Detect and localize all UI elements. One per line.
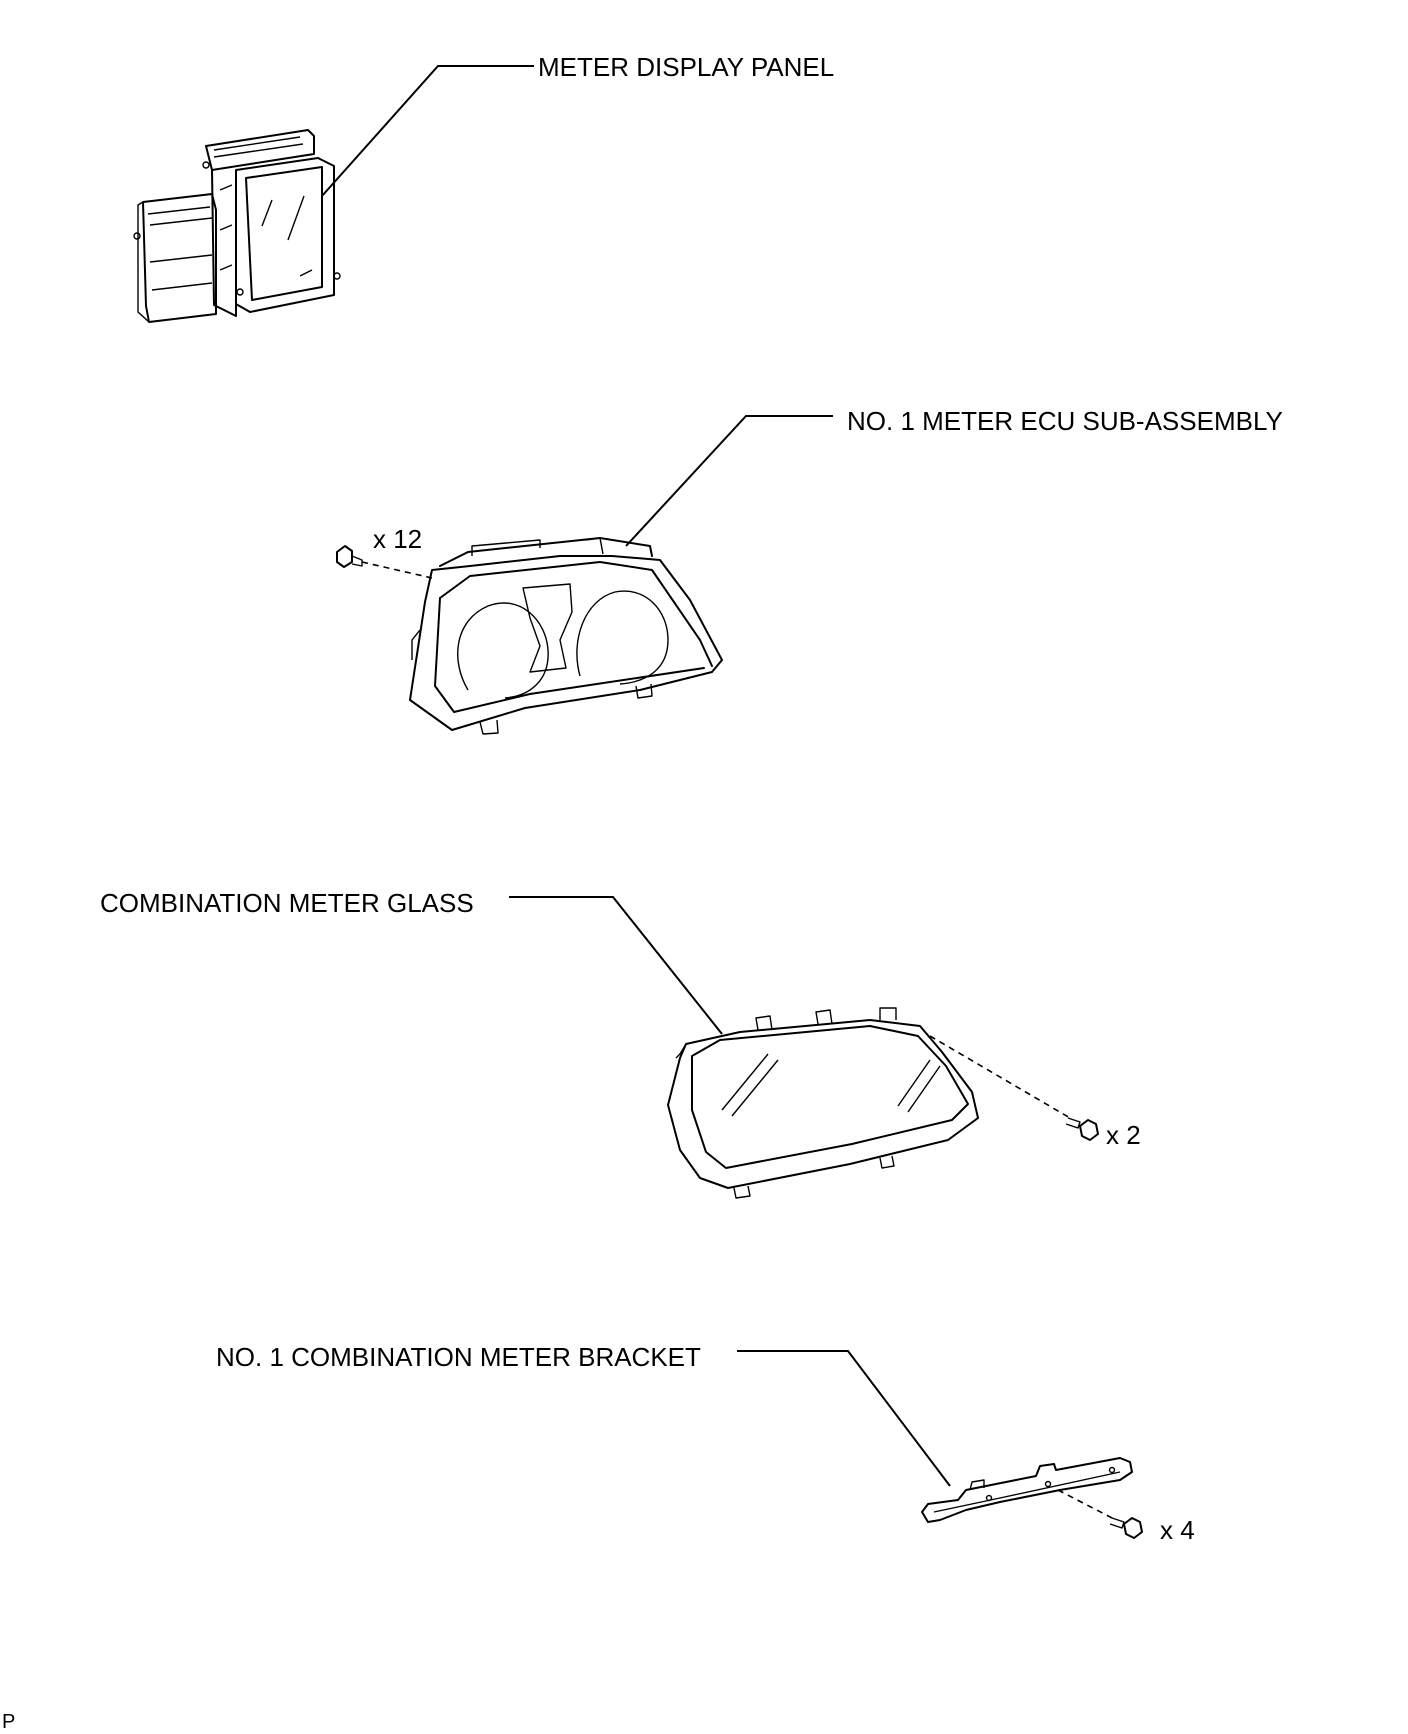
meter-glass-drawing xyxy=(509,896,1099,1199)
corner-mark: P xyxy=(2,1711,16,1733)
meter-display-panel-drawing xyxy=(133,65,534,323)
meter-bracket-drawing xyxy=(737,1350,1143,1539)
meter-ecu-fastener-qty: x 12 xyxy=(373,524,423,554)
meter-bracket-leader xyxy=(737,1350,951,1487)
meter-display-panel-leader xyxy=(321,65,534,197)
bracket-screw-icon xyxy=(1109,1517,1143,1539)
meter-ecu-label: NO. 1 METER ECU SUB-ASSEMBLY xyxy=(847,406,1283,436)
meter-bracket-fastener-qty: x 4 xyxy=(1160,1515,1195,1545)
meter-display-panel-label: METER DISPLAY PANEL xyxy=(538,52,835,82)
meter-glass-label: COMBINATION METER GLASS xyxy=(100,888,474,918)
glass-screw-icon xyxy=(1065,1117,1099,1141)
meter-glass-leader xyxy=(509,896,723,1035)
meter-glass-fastener-qty: x 2 xyxy=(1106,1120,1141,1150)
meter-ecu-leader xyxy=(625,415,833,547)
ecu-screw-icon xyxy=(336,545,363,568)
meter-bracket-label: NO. 1 COMBINATION METER BRACKET xyxy=(216,1342,701,1372)
meter-ecu-drawing xyxy=(336,415,833,735)
